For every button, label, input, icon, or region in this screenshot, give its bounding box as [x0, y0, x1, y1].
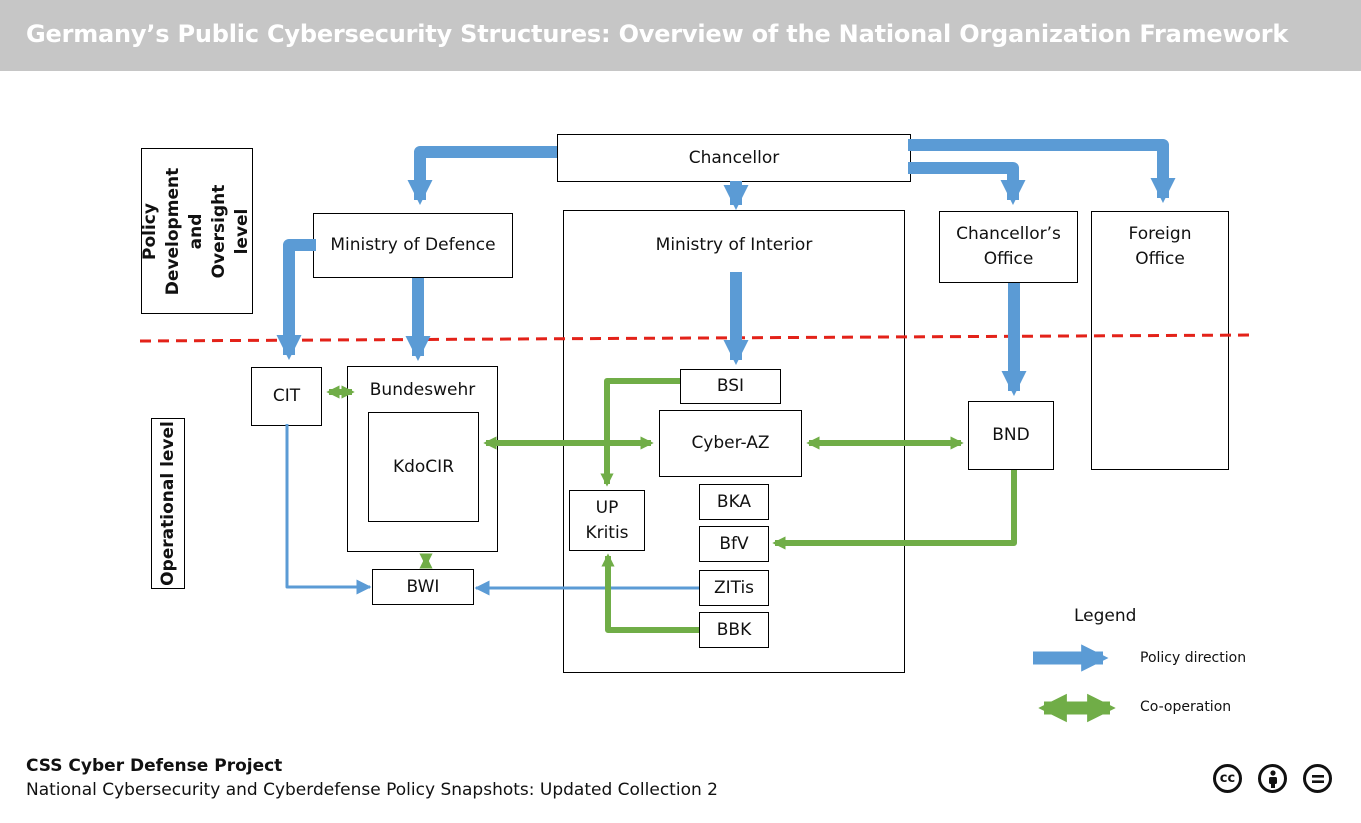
bwi-label: BWI — [406, 576, 440, 597]
chancellors-office-box: Chancellor’s Office — [939, 211, 1078, 283]
footer-title: CSS Cyber Defense Project — [26, 756, 283, 776]
zitis-box: ZITis — [699, 570, 769, 606]
coop-bnd-to-bfv — [772, 470, 1017, 550]
foreign-office-label: Foreign Office — [1128, 224, 1192, 269]
up-kritis-label: UP Kritis — [585, 497, 629, 543]
page-title: Germany’s Public Cybersecurity Structure… — [26, 20, 1289, 48]
footer-subtitle: National Cybersecurity and Cyberdefense … — [26, 780, 718, 800]
arrow-defence-to-cit — [276, 239, 316, 361]
arrow-chancellor-to-foreign-office — [908, 139, 1176, 204]
bbk-label: BBK — [716, 619, 752, 640]
ministry-of-defence-label: Ministry of Defence — [330, 235, 496, 255]
legend-policy-label: Policy direction — [1140, 650, 1247, 666]
equals-icon — [1311, 774, 1324, 783]
bka-label: BKA — [716, 491, 752, 512]
cyber-az-box: Cyber-AZ — [659, 410, 802, 477]
bnd-box: BND — [968, 401, 1054, 470]
operational-level-label: Operational level — [151, 418, 185, 589]
bfv-box: BfV — [699, 526, 769, 562]
foreign-office-box: Foreign Office — [1091, 211, 1229, 470]
bfv-label: BfV — [719, 533, 749, 554]
chancellor-box: Chancellor — [557, 134, 911, 182]
cc-icon: cc — [1213, 764, 1242, 793]
legend-title: Legend — [1074, 606, 1137, 626]
arrow-chancellor-to-chancellors-office — [908, 162, 1026, 206]
cyber-az-label: Cyber-AZ — [691, 433, 770, 453]
cit-box: CIT — [251, 367, 322, 426]
bnd-label: BND — [992, 425, 1030, 445]
level-divider-line — [139, 333, 1256, 343]
coop-bsi-to-up-kritis — [600, 378, 680, 487]
cit-label: CIT — [272, 386, 301, 406]
policy-level-label: Policy Development and Oversight level — [141, 148, 253, 314]
zitis-label: ZITis — [713, 577, 755, 598]
chancellors-office-label: Chancellor’s Office — [956, 224, 1061, 269]
header-bar: Germany’s Public Cybersecurity Structure… — [0, 0, 1361, 71]
bbk-box: BBK — [699, 612, 769, 648]
legend-cooperation-label: Co-operation — [1140, 699, 1232, 715]
bsi-box: BSI — [680, 369, 781, 404]
arrow-chancellor-to-defence — [407, 146, 557, 206]
no-derivatives-icon — [1303, 764, 1332, 793]
up-kritis-box: UP Kritis — [569, 490, 645, 551]
coop-bbk-to-up-kritis — [601, 553, 699, 633]
arrow-cit-to-bwi — [285, 424, 372, 595]
ministry-of-interior-label: Ministry of Interior — [655, 235, 813, 255]
bwi-box: BWI — [372, 569, 474, 605]
kdocir-label: KdoCIR — [392, 456, 455, 477]
kdocir-box: KdoCIR — [368, 412, 479, 522]
chancellor-label: Chancellor — [688, 147, 780, 168]
bsi-label: BSI — [716, 376, 745, 396]
person-icon — [1268, 769, 1277, 788]
bundeswehr-label: Bundeswehr — [369, 380, 476, 400]
bka-box: BKA — [699, 484, 769, 520]
attribution-icon — [1258, 764, 1287, 793]
